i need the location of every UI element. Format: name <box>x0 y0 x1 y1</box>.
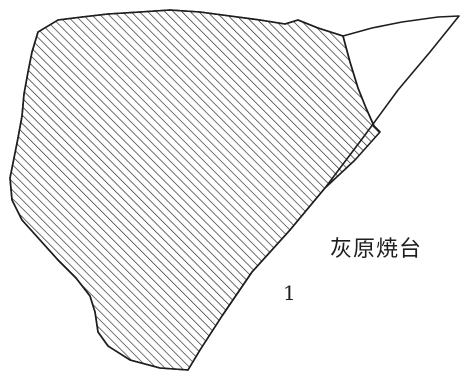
site-label: 灰原焼台 <box>330 237 422 262</box>
section-boundary <box>342 35 381 133</box>
item-number: 1 <box>283 281 296 305</box>
hatched-area <box>9 9 381 371</box>
